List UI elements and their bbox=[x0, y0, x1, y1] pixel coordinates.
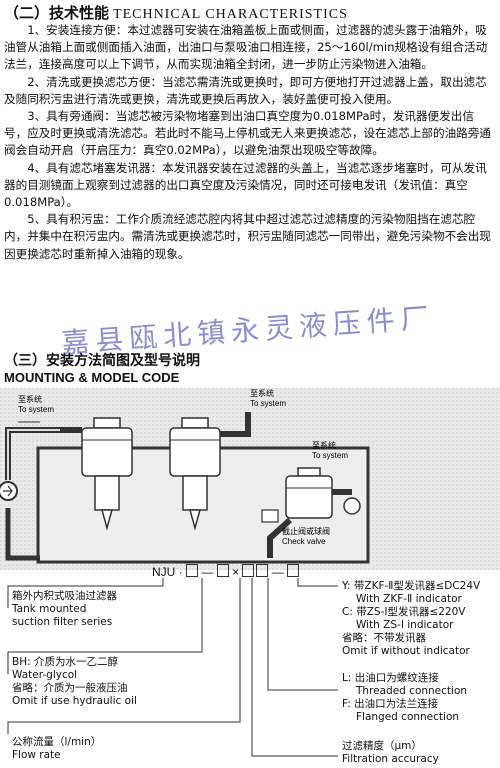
label-filtration: 过滤精度（μm） Filtration accuracy bbox=[342, 740, 439, 766]
label-indicator-y: Y: 带ZKF-Ⅱ型发讯器≤DC24V bbox=[342, 580, 481, 592]
label-flow-rate-en: Flow rate bbox=[12, 749, 61, 761]
mounting-title: （三）安装方法简图及型号说明 bbox=[4, 353, 200, 369]
model-prefix: NJU bbox=[152, 565, 176, 579]
model-box-5 bbox=[287, 564, 300, 577]
mounting-title-en: MOUNTING & MODEL CODE bbox=[4, 370, 180, 385]
characteristics-text: 1、安装连接方便：本过滤器可安装在油箱盖板上面或侧面，过滤器的滤头露于油箱外，吸… bbox=[4, 22, 496, 263]
filter-1 bbox=[60, 417, 133, 531]
model-code: NJU · — × — bbox=[152, 564, 300, 579]
section-title-en: TECHNICAL CHARACTERISTICS bbox=[113, 7, 348, 22]
label-connection: L: 出油口为螺纹连接 Threaded connection F: 出油口为法… bbox=[342, 672, 467, 724]
mounting-diagram: 至系统 To system 至系统 To system 至系统 To syste… bbox=[0, 388, 500, 570]
to-system-label-3-en: To system bbox=[312, 451, 348, 460]
to-system-label-2: 至系统 bbox=[250, 388, 274, 398]
label-medium-cn: BH: 介质为水一乙二醇 bbox=[12, 656, 118, 668]
to-system-label-3: 至系统 bbox=[312, 440, 336, 450]
section-title-cn: （二）技术性能 bbox=[4, 4, 110, 22]
label-indicator-omit: 省略：不带发讯器 bbox=[342, 632, 426, 644]
label-medium-omit-cn: 省略：介质为一般液压油 bbox=[12, 682, 128, 694]
label-series: 箱外内积式吸油过滤器 Tank mounted suction filter s… bbox=[12, 590, 117, 629]
paragraph-5: 5、具有积污盅：工作介质流经滤芯腔内将其中超过滤芯过滤精度的污染物阻挡在滤芯腔内… bbox=[4, 212, 491, 261]
label-medium-omit-en: Omit if use hydraulic oil bbox=[12, 695, 137, 707]
to-system-label-1: 至系统 bbox=[18, 394, 42, 404]
label-connection-l: L: 出油口为螺纹连接 bbox=[342, 672, 439, 684]
label-series-cn: 箱外内积式吸油过滤器 bbox=[12, 590, 117, 602]
filter-3 bbox=[261, 467, 361, 558]
paragraph-4: 4、具有滤芯堵塞发讯器：本发讯器安装在过滤器的头盖上，当滤芯逐步堵塞时，可从发讯… bbox=[4, 160, 487, 210]
model-times: × bbox=[232, 565, 240, 579]
label-connection-f-en: Flanged connection bbox=[356, 711, 460, 723]
filter-2 bbox=[169, 412, 251, 531]
label-indicator-y-en: With ZKF-Ⅱ indicator bbox=[356, 593, 462, 605]
label-flow-rate-cn: 公称流量（l/min） bbox=[12, 736, 102, 748]
paragraph-3: 3、具有旁通阀：当滤芯被污染物堵塞到出油口真空度为0.018MPa时，发讯器便发… bbox=[4, 109, 491, 158]
to-system-label-2-en: To system bbox=[250, 399, 286, 408]
model-box-3 bbox=[242, 564, 255, 577]
label-filtration-cn: 过滤精度（μm） bbox=[342, 740, 422, 752]
check-valve-label: 截止阀或球阀 bbox=[282, 526, 330, 536]
watermark: 嘉县瓯北镇永灵液压件厂 bbox=[60, 300, 436, 360]
label-medium-en: Water-glycol bbox=[12, 669, 78, 681]
label-medium: BH: 介质为水一乙二醇 Water-glycol 省略：介质为一般液压油 Om… bbox=[12, 656, 137, 708]
label-indicator-c-en: With ZS-Ⅰ indicator bbox=[356, 619, 454, 631]
label-indicator-omit-en: Omit if without indicator bbox=[342, 645, 470, 657]
label-filtration-en: Filtration accuracy bbox=[342, 753, 439, 765]
label-indicator-c: C: 带ZS-Ⅰ型发讯器≤220V bbox=[342, 606, 466, 618]
label-series-en-1: Tank mounted bbox=[12, 603, 87, 615]
label-connection-l-en: Threaded connection bbox=[356, 685, 468, 697]
model-dash-1: — bbox=[201, 565, 214, 579]
label-indicator: Y: 带ZKF-Ⅱ型发讯器≤DC24V With ZKF-Ⅱ indicator… bbox=[342, 580, 480, 658]
model-dot: · bbox=[178, 565, 183, 579]
model-dash-2: — bbox=[271, 565, 284, 579]
label-connection-f: F: 出油口为法兰连接 bbox=[342, 698, 439, 710]
check-valve-label-en: Check valve bbox=[282, 537, 326, 546]
paragraph-1: 1、安装连接方便：本过滤器可安装在油箱盖板上面或侧面，过滤器的滤头露于油箱外，吸… bbox=[4, 23, 488, 72]
paragraph-2: 2、清洗或更换滤芯方便：当滤芯需清洗或更换时，即可方便地打开过滤器上盖，取出滤芯… bbox=[4, 74, 487, 106]
label-series-en-2: suction filter series bbox=[12, 616, 113, 628]
to-system-label-1-en: To system bbox=[18, 405, 54, 414]
model-code-lines bbox=[7, 578, 338, 757]
label-flow-rate: 公称流量（l/min） Flow rate bbox=[12, 736, 101, 762]
